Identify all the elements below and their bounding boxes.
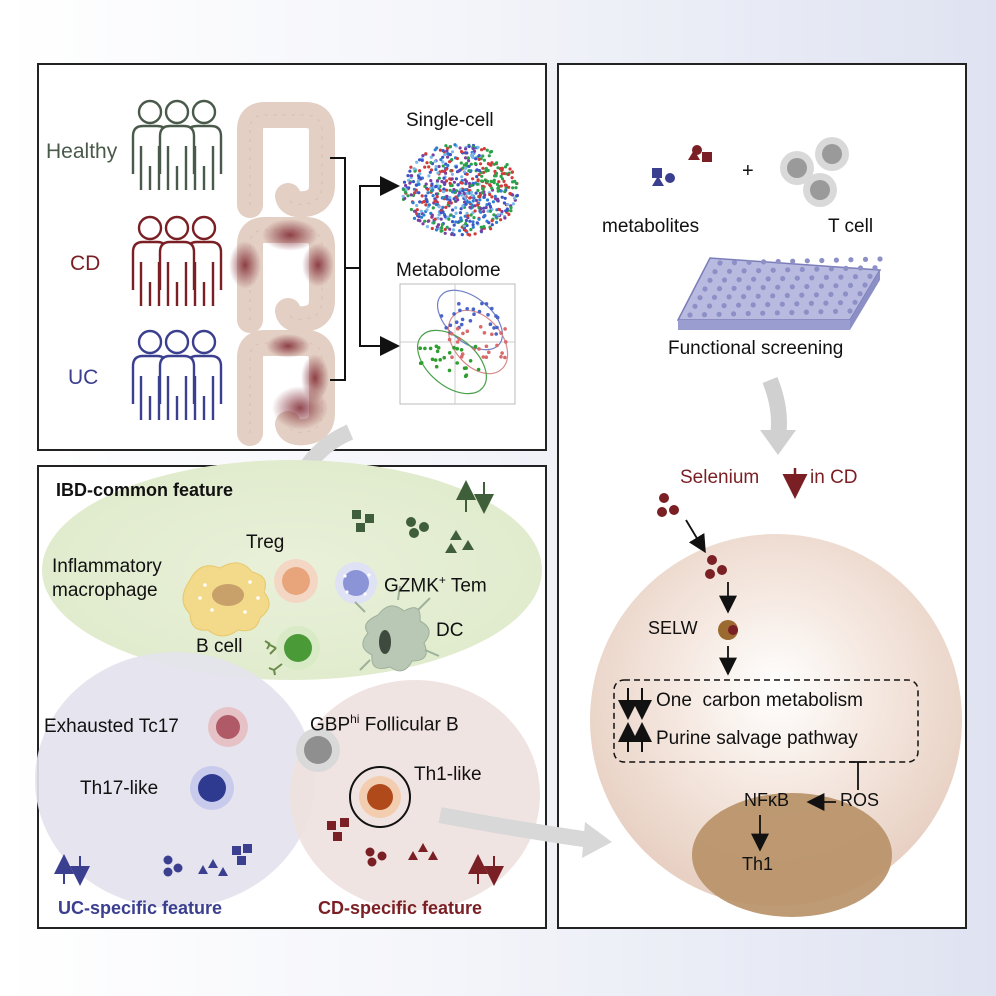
treg-label: Treg: [246, 532, 285, 553]
dc-icon: [354, 585, 440, 672]
cd-colon-icon: [229, 217, 335, 333]
metabolome-pca-icon: [399, 283, 516, 405]
t-cell-label: T cell: [828, 216, 874, 237]
cell-sphere: [590, 534, 962, 906]
macrophage-label: macrophage: [52, 580, 158, 601]
th1-like-icon: [349, 766, 411, 828]
exhausted-tc17-label: Exhausted Tc17: [44, 716, 179, 737]
uc-colon-icon: [237, 330, 335, 446]
uc-label: UC: [68, 366, 99, 389]
cd-specific-zone: [290, 680, 540, 910]
uc-specific-title: UC-specific feature: [58, 898, 223, 918]
ros-label: ROS: [840, 790, 880, 810]
cd-label: CD: [70, 252, 101, 275]
metabolites-icon: [652, 145, 712, 186]
nucleus-icon: [692, 793, 892, 917]
th17-like-label: Th17-like: [80, 778, 159, 799]
th1-label: Th1: [742, 854, 774, 874]
nfkb-label: NFκB: [744, 790, 789, 810]
cd-specific-title: CD-specific feature: [318, 898, 483, 918]
flow-arrow-3: [438, 807, 592, 848]
cd-people-icon: [131, 215, 223, 306]
flow-arrow-2: [762, 377, 787, 438]
selenium-icon: [657, 493, 727, 579]
single-cell-label: Single-cell: [406, 110, 494, 131]
healthy-colon-icon: [237, 102, 335, 218]
in-cd-label: in CD: [810, 467, 858, 488]
t-cells-icon: [780, 137, 849, 207]
pathway-box: [613, 679, 919, 763]
bracket-connector: [330, 157, 400, 381]
uc-metabolites-icon: [163, 844, 252, 877]
healthy-people-icon: [131, 99, 223, 190]
metabolites-label: metabolites: [602, 216, 700, 237]
healthy-label: Healthy: [46, 140, 118, 163]
purine-salvage-label: Purine salvage pathway: [656, 728, 858, 749]
ibd-common-title: IBD-common feature: [56, 480, 234, 500]
inflammatory-label: Inflammatory: [52, 556, 162, 577]
common-metabolites-icon: [352, 510, 474, 553]
functional-screening-label: Functional screening: [668, 338, 844, 359]
th1-like-label: Th1-like: [414, 764, 482, 785]
plus-sign: +: [742, 160, 754, 182]
uc-people-icon: [131, 329, 223, 420]
dc-label: DC: [436, 620, 464, 641]
well-plate-icon: [676, 256, 883, 330]
gzmk-tem-label: GZMK+ Tem: [384, 573, 487, 597]
cd-metabolites-icon: [327, 818, 438, 867]
selenium-label: Selenium: [680, 467, 760, 488]
b-cell-label: B cell: [196, 636, 243, 657]
metabolome-label: Metabolome: [396, 260, 501, 281]
selw-label: SELW: [648, 618, 698, 638]
single-cell-tsne-icon: [401, 143, 520, 237]
gbp-follicular-b-label: GBPhi Follicular B: [310, 712, 459, 736]
one-carbon-label: One carbon metabolism: [656, 690, 863, 711]
